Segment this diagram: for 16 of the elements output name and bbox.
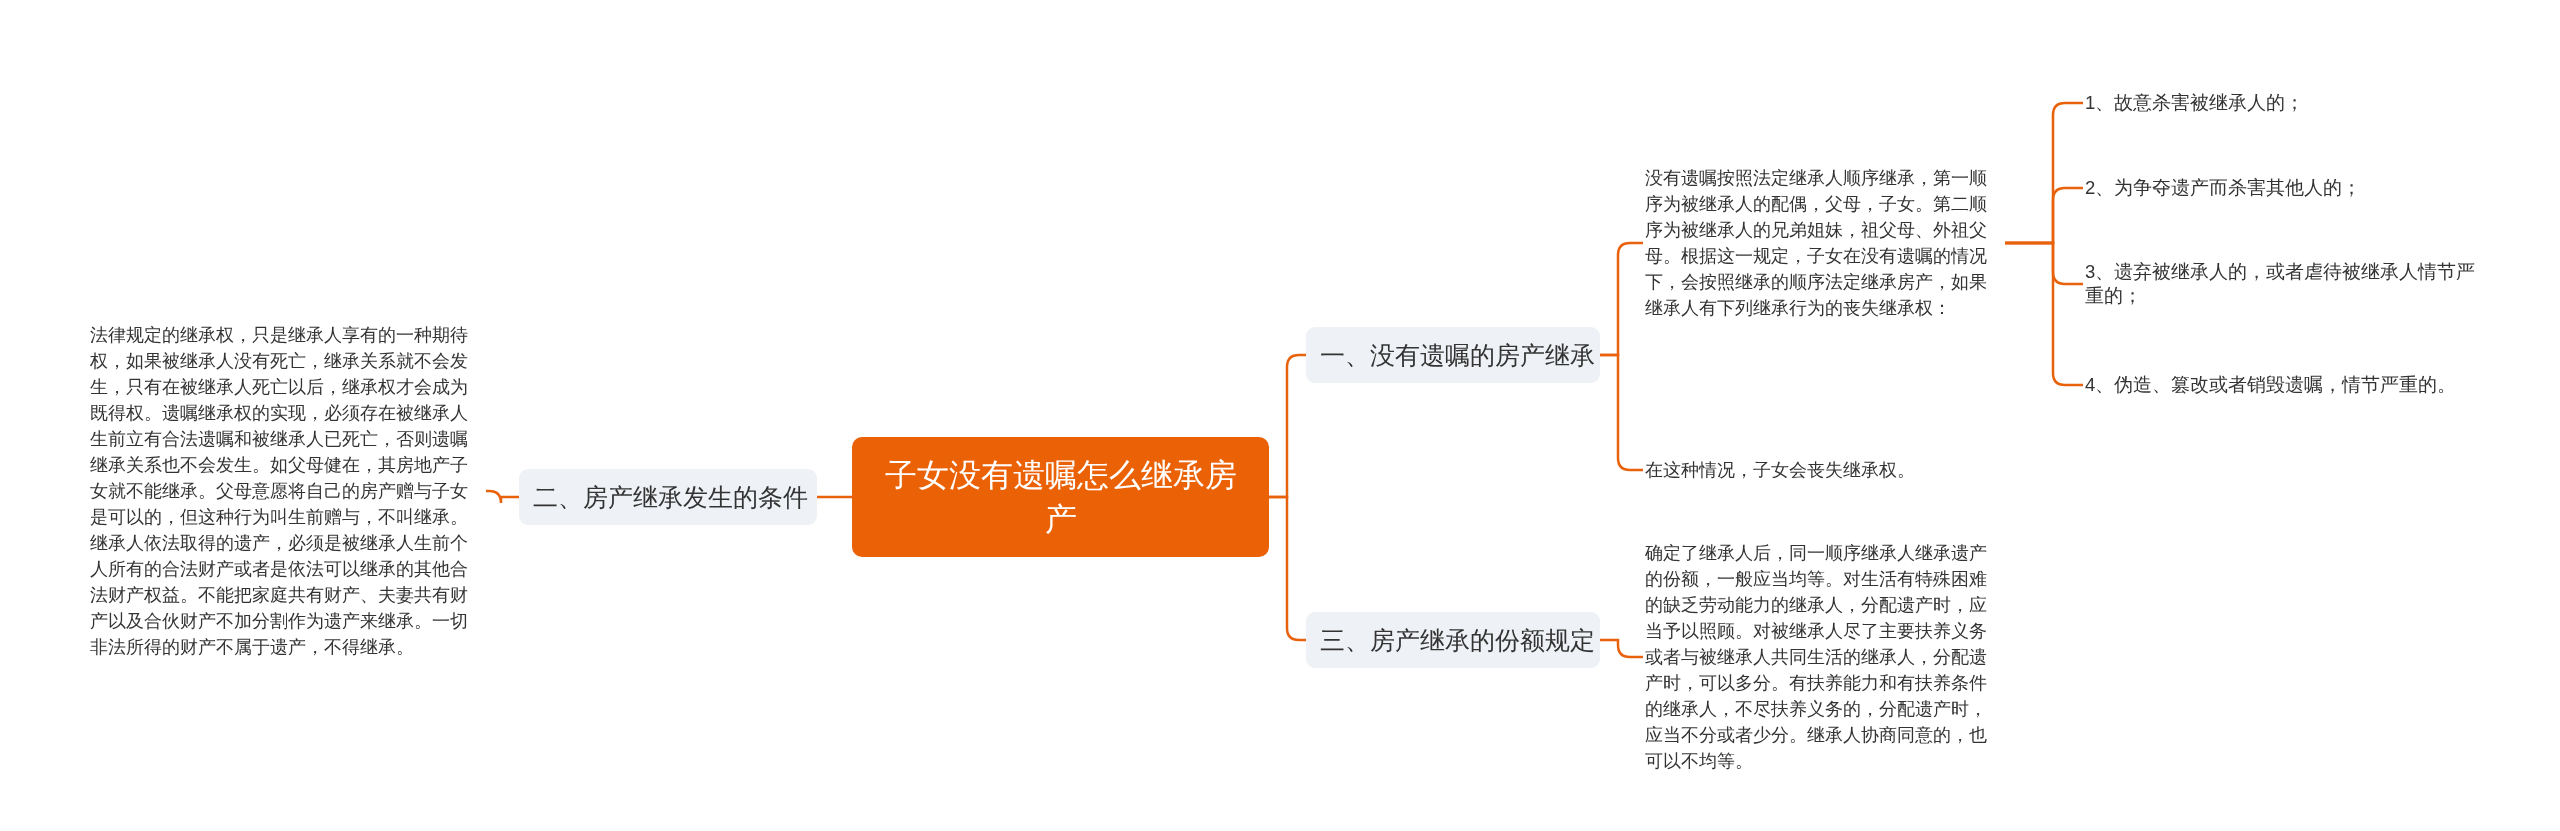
connector xyxy=(486,489,519,505)
list-item: 1、故意杀害被继承人的； xyxy=(2083,91,2513,115)
list-item: 3、遗弃被继承人的，或者虐待被继承人情节严重的； xyxy=(2083,260,2493,308)
list-item: 2、为争夺遗产而杀害其他人的； xyxy=(2083,176,2513,200)
paragraph: 没有遗嘱按照法定继承人顺序继承，第一顺序为被继承人的配偶，父母，子女。第二顺序为被继承人的兄弟姐妹，祖父母、外祖父母。根据这一规定，子女在没有遗嘱的情况下，会按照继承的顺序法定继承房产，如果继承人有下列继承行为的丧失继承权： xyxy=(1643,165,2005,321)
list-item: 4、伪造、篡改或者销毁遗嘱，情节严重的。 xyxy=(2083,373,2513,397)
connector xyxy=(1269,495,1306,642)
topic-box: 一、没有遗嘱的房产继承 xyxy=(1306,327,1600,383)
topic-box: 三、房产继承的份额规定 xyxy=(1306,612,1600,668)
connector xyxy=(817,495,852,499)
paragraph: 法律规定的继承权，只是继承人享有的一种期待权，如果被继承人没有死亡，继承关系就不会发生，只有在被继承人死亡以后，继承权才会成为既得权。遗嘱继承权的实现，必须存在被继承人生前立有合法遗嘱和被继承人已死亡，否则遗嘱继承关系也不会发生。如父母健在，其房地产子女就不能继承。父母意愿将自己的房产赠与子女是可以的，但这种行为叫生前赠与，不叫继承。继承人依法取得的遗产，必须是被继承人生前个人所有的合法财产或者是依法可以继承的其他合法财产权益。不能把家庭共有财产、夫妻共有财产以及合伙财产不加分割作为遗产来继承。一切非法所得的财产不属于遗产，不得继承。 xyxy=(88,322,486,660)
central-topic-box: 子女没有遗嘱怎么继承房产 xyxy=(852,437,1269,557)
topic-box: 二、房产继承发生的条件 xyxy=(519,469,817,525)
connector xyxy=(1600,638,1643,659)
paragraph: 在这种情况，子女会丧失继承权。 xyxy=(1643,457,2003,483)
paragraph: 确定了继承人后，同一顺序继承人继承遗产的份额，一般应当均等。对生活有特殊困难的缺乏劳动能力的继承人，分配遗产时，应当予以照顾。对被继承人尽了主要扶养义务或者与被继承人共同生活的继承人，分配遗产时，可以多分。有扶养能力和有扶养条件的继承人，不尽扶养义务的，分配遗产时，应当不分或者少分。继承人协商同意的，也可以不均等。 xyxy=(1643,540,2005,774)
